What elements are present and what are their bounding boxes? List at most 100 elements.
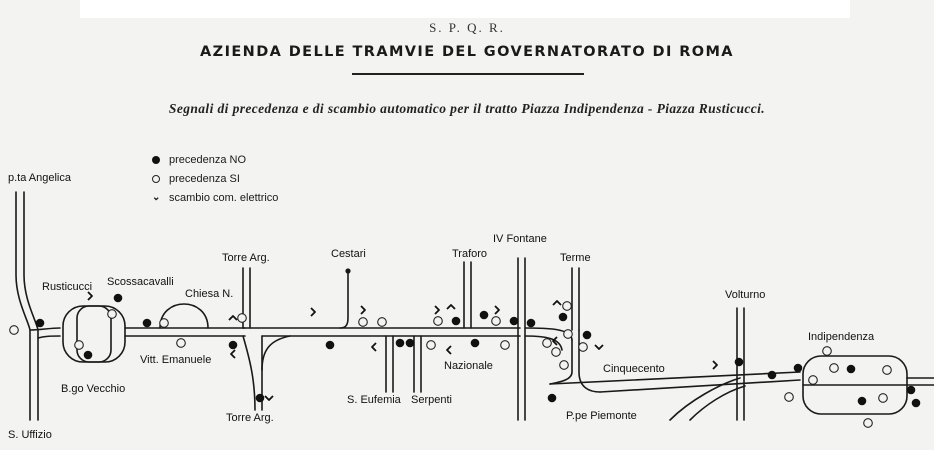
- signal-precedenza-si: [784, 392, 794, 402]
- track-loop-inner: [76, 305, 112, 363]
- station-label-terme: Terme: [560, 252, 591, 264]
- station-label-rusticucci: Rusticucci: [42, 281, 93, 293]
- signal-precedenza-no: [793, 363, 803, 373]
- signal-precedenza-no: [83, 350, 93, 360]
- track-piemonte-b: [689, 385, 746, 421]
- header-rule: [352, 73, 584, 75]
- station-label-s-uffizio: S. Uffizio: [8, 429, 52, 441]
- signal-precedenza-si: [808, 375, 818, 385]
- signal-precedenza-si: [500, 340, 510, 350]
- signal-precedenza-no: [113, 293, 123, 303]
- station-label-iv-fontane: IV Fontane: [493, 233, 547, 245]
- signal-precedenza-si: [159, 318, 169, 328]
- track-connector-a: [29, 327, 61, 331]
- station-label-cinquecento: Cinquecento: [603, 363, 665, 375]
- legend-label-hollow: precedenza SI: [169, 172, 240, 185]
- switch-mark-icon: [552, 336, 558, 346]
- header-spqr: S. P. Q. R.: [429, 20, 505, 35]
- station-label-volturno: Volturno: [725, 289, 766, 301]
- station-label-scossacavalli: Scossacavalli: [107, 276, 174, 288]
- station-label-serpenti: Serpenti: [411, 394, 452, 406]
- switch-mark-icon: [494, 305, 500, 315]
- switch-mark-icon: [446, 345, 452, 355]
- station-label-torre-arg-bottom: Torre Arg.: [226, 412, 274, 424]
- switch-mark-icon: [371, 342, 377, 352]
- track-left-a: [15, 191, 31, 421]
- station-label-traforo: Traforo: [452, 248, 488, 260]
- signal-precedenza-no: [255, 393, 265, 403]
- signal-precedenza-no: [509, 316, 519, 326]
- hollow-dot-icon: [152, 174, 160, 183]
- signal-precedenza-si: [107, 309, 117, 319]
- track-torre-curve: [261, 335, 291, 371]
- track-terme-down-b: [578, 329, 601, 393]
- switch-mark-icon: [434, 305, 440, 315]
- station-label-vitt-emanuele: Vitt. Emanuele: [140, 354, 212, 366]
- track-terme-curve-b: [524, 335, 563, 351]
- signal-precedenza-no: [582, 330, 592, 340]
- diagram-subtitle: Segnali di precedenza e di scambio autom…: [168, 101, 766, 116]
- switch-mark-icon: [360, 305, 366, 315]
- legend-label-filled: precedenza NO: [169, 153, 247, 166]
- station-label-cestari: Cestari: [331, 248, 366, 260]
- track-connector-b: [37, 335, 61, 339]
- switch-mark-icon: [87, 291, 93, 301]
- legend: precedenza NO precedenza SI ⌄ scambio co…: [152, 150, 278, 207]
- station-label-indipendenza: Indipendenza: [808, 331, 875, 343]
- signal-precedenza-no: [451, 316, 461, 326]
- track-cinquecento-b: [599, 379, 801, 393]
- signal-precedenza-si: [559, 360, 569, 370]
- switch-mark-icon: [594, 344, 604, 350]
- legend-row-filled: precedenza NO: [152, 150, 278, 169]
- signal-precedenza-no: [325, 340, 335, 350]
- signal-precedenza-no: [558, 312, 568, 322]
- signal-precedenza-si: [491, 316, 501, 326]
- signal-precedenza-no: [228, 340, 238, 350]
- station-label-bgo-vecchio: B.go Vecchio: [61, 383, 126, 395]
- signal-precedenza-no: [405, 338, 415, 348]
- signal-precedenza-si: [578, 342, 588, 352]
- switch-mark-icon: [264, 395, 274, 401]
- legend-label-switch: scambio com. elettrico: [169, 191, 279, 204]
- signal-precedenza-no: [479, 310, 489, 320]
- signal-precedenza-si: [542, 338, 552, 348]
- signal-precedenza-si: [562, 301, 572, 311]
- signal-precedenza-si: [176, 338, 186, 348]
- switch-mark-icon: [712, 360, 718, 370]
- signal-precedenza-no: [35, 318, 45, 328]
- signal-precedenza-si: [822, 346, 832, 356]
- station-label-ppe-piemonte: P.pe Piemonte: [566, 410, 637, 422]
- switch-chevron-icon: ⌄: [152, 192, 161, 203]
- switch-mark-icon: [228, 315, 238, 321]
- signal-precedenza-no: [142, 318, 152, 328]
- signal-precedenza-si: [358, 317, 368, 327]
- signal-precedenza-si: [74, 340, 84, 350]
- station-label-s-eufemia: S. Eufemia: [347, 394, 401, 406]
- legend-row-switch: ⌄ scambio com. elettrico: [152, 188, 278, 207]
- signal-precedenza-si: [551, 347, 561, 357]
- station-label-pta-angelica: p.ta Angelica: [8, 172, 71, 184]
- switch-mark-icon: [446, 304, 456, 310]
- signal-precedenza-no: [526, 318, 536, 328]
- signal-precedenza-no: [734, 357, 744, 367]
- track-cinquecento-a: [549, 371, 801, 385]
- track-cestari-spur: [339, 271, 349, 329]
- signal-precedenza-si: [237, 313, 247, 323]
- signal-layer: [9, 291, 921, 428]
- switch-mark-icon: [552, 300, 562, 306]
- station-label-nazionale: Nazionale: [444, 360, 493, 372]
- signal-precedenza-no: [767, 370, 777, 380]
- track-piemonte-a: [669, 377, 741, 421]
- switch-mark-icon: [230, 349, 236, 359]
- signal-precedenza-no: [395, 338, 405, 348]
- signal-precedenza-no: [470, 338, 480, 348]
- track-torre-bottom-a: [242, 335, 256, 411]
- station-label-chiesa-nuova: Chiesa N.: [185, 288, 234, 300]
- filled-dot-icon: [152, 155, 160, 164]
- track-left-b: [23, 191, 39, 421]
- top-paper-band: [80, 0, 850, 18]
- signal-precedenza-si: [829, 363, 839, 373]
- legend-row-hollow: precedenza SI: [152, 169, 278, 188]
- signal-precedenza-si: [433, 316, 443, 326]
